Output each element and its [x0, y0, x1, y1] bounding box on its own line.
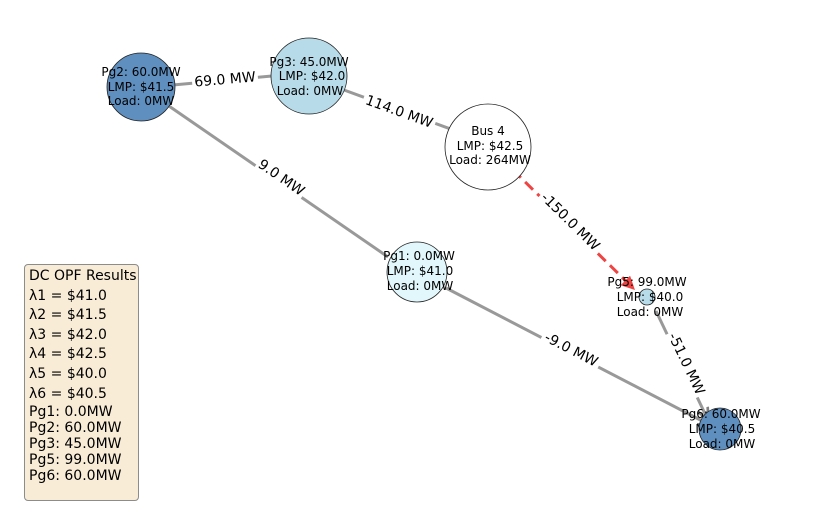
bus-node-1[interactable]: Pg1: 0.0MW LMP: $41.0 Load: 0MW	[383, 241, 455, 303]
results-title: DC OPF Results	[29, 268, 137, 284]
bus-node-2[interactable]: Pg2: 60.0MW LMP: $41.5 Load: 0MW	[101, 52, 181, 122]
bus-node-3-circle	[270, 37, 348, 115]
bus-node-5-load: Load: 0MW	[617, 305, 684, 319]
bus-node-4-load: Load: 264MW	[449, 153, 531, 167]
dc-opf-results-box: DC OPF Results λ1 = $41.0 λ2 = $41.5 λ3 …	[24, 264, 139, 501]
bus-node-6-load: Load: 0MW	[689, 437, 756, 451]
svg-text:-9.0 MW: -9.0 MW	[542, 330, 601, 371]
edge-line-bus4-bus5	[511, 168, 636, 291]
bus-node-4-lmp: LMP: $42.5	[457, 139, 524, 153]
bus-node-3-lmp: LMP: $42.0	[279, 69, 346, 83]
bus-node-5-lmp: LMP: $40.0	[617, 290, 684, 304]
lmp-line: λ5 = $40.0	[29, 365, 107, 382]
bus-node-2-load: Load: 0MW	[108, 94, 175, 108]
bus-node-6-circle	[698, 407, 742, 451]
bus-node-6-gen: Pg6: 60.0MW	[681, 407, 760, 421]
bus-node-2-circle	[106, 52, 176, 122]
edges-layer: 69.0 MW 114.0 MW 9.0 MW -150.0 MW -9.0 M…	[161, 68, 710, 425]
bus-node-1-load: Load: 0MW	[387, 279, 454, 293]
edge-label-bus1-bus6: -9.0 MW	[538, 327, 604, 373]
bus-node-5-circle	[638, 288, 656, 306]
bus-node-3-load: Load: 0MW	[277, 84, 344, 98]
bus-node-6-lmp: LMP: $40.5	[689, 422, 756, 436]
lmp-line: λ6 = $40.5	[29, 385, 107, 402]
bus-node-4-circle	[444, 103, 532, 191]
svg-text:69.0 MW: 69.0 MW	[194, 69, 257, 90]
edge-label-bus2-bus1: 9.0 MW	[252, 154, 310, 202]
generation-line: Pg1: 0.0MW	[29, 404, 113, 421]
bus-node-4-title: Bus 4	[471, 124, 505, 138]
generation-line: Pg5: 99.0MW	[29, 452, 122, 469]
lmp-line: λ4 = $42.5	[29, 346, 107, 363]
bus-node-3[interactable]: Pg3: 45.0MW LMP: $42.0 Load: 0MW	[269, 37, 349, 115]
lmp-line: λ1 = $41.0	[29, 287, 107, 304]
bus-node-5-gen: Pg5: 99.0MW	[607, 275, 686, 289]
bus-node-6[interactable]: Pg6: 60.0MW LMP: $40.5 Load: 0MW	[681, 407, 760, 451]
edge-label-bus5-bus6: -51.0 MW	[662, 328, 710, 400]
svg-text:9.0 MW: 9.0 MW	[255, 156, 308, 199]
svg-text:-51.0 MW: -51.0 MW	[664, 330, 707, 397]
edge-label-bus3-bus4: 114.0 MW	[360, 90, 438, 134]
bus-node-5[interactable]: Pg5: 99.0MW LMP: $40.0 Load: 0MW	[607, 275, 686, 319]
lmp-line: λ2 = $41.5	[29, 307, 107, 324]
bus-node-3-gen: Pg3: 45.0MW	[269, 55, 348, 69]
nodes-layer: Pg2: 60.0MW LMP: $41.5 Load: 0MW Pg3: 45…	[101, 37, 761, 451]
generation-line: Pg2: 60.0MW	[29, 420, 122, 437]
bus-node-4[interactable]: Bus 4 LMP: $42.5 Load: 264MW	[444, 103, 532, 191]
generation-line: Pg6: 60.0MW	[29, 468, 122, 485]
lmp-line: λ3 = $42.0	[29, 326, 107, 343]
edge-label-bus2-bus3: 69.0 MW	[191, 68, 259, 92]
generation-line: Pg3: 45.0MW	[29, 436, 122, 453]
edge-label-bus4-bus5: -150.0 MW	[535, 187, 605, 257]
bus-node-1-circle	[386, 241, 448, 303]
bus-node-2-gen: Pg2: 60.0MW	[101, 65, 180, 79]
bus-node-1-gen: Pg1: 0.0MW	[383, 249, 455, 263]
bus-node-1-lmp: LMP: $41.0	[387, 264, 454, 278]
bus-node-2-lmp: LMP: $41.5	[108, 80, 175, 94]
svg-text:-150.0 MW: -150.0 MW	[537, 190, 602, 254]
